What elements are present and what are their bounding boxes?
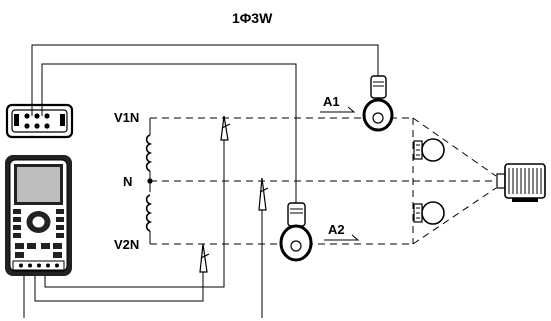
voltage-clip-probe-icon xyxy=(199,243,210,273)
label-a1: A1 xyxy=(323,94,340,109)
lamp-icon xyxy=(413,201,445,225)
current-clamp-icon xyxy=(279,202,313,262)
meter-input-panel-icon xyxy=(5,103,74,139)
label-v2n: V2N xyxy=(114,237,139,252)
voltage-clip-probe-icon xyxy=(258,177,269,211)
motor-icon xyxy=(496,163,546,202)
arrow-a2-icon xyxy=(324,234,360,241)
label-v1n: V1N xyxy=(114,110,139,125)
transformer-winding-icon xyxy=(145,118,153,244)
label-n: N xyxy=(123,174,132,189)
clamp-lead-wires xyxy=(31,44,379,203)
diagram-title: 1Φ3W xyxy=(232,10,273,26)
voltage-clip-probe-icon xyxy=(220,115,231,141)
current-clamp-icon xyxy=(362,75,394,132)
label-a2: A2 xyxy=(328,222,345,237)
voltage-lead-wires xyxy=(23,140,263,318)
arrow-a1-icon xyxy=(320,106,356,113)
lamp-icon xyxy=(413,138,445,162)
power-analyzer-meter-icon xyxy=(5,155,72,276)
conductor-lines xyxy=(150,117,497,245)
